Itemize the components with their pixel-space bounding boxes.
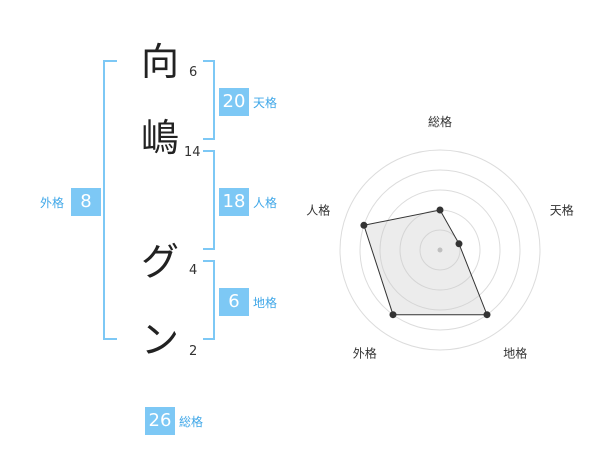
tenkaku-value: 20 xyxy=(219,88,249,116)
chikaku-label: 地格 xyxy=(253,296,278,310)
radar-axis-label-4: 外格 xyxy=(353,346,377,361)
radar-point-5 xyxy=(360,221,368,229)
radar-point-2 xyxy=(455,240,463,248)
radar-axis-label-3: 地格 xyxy=(503,346,527,361)
jinkaku-bracket xyxy=(203,150,215,250)
tenkaku-bracket xyxy=(203,60,215,140)
jinkaku-label: 人格 xyxy=(253,196,278,210)
radar-area xyxy=(363,209,488,316)
chikaku-bracket xyxy=(203,260,215,340)
name-char-4: ン xyxy=(141,318,180,362)
name-char-2: 嶋 xyxy=(141,116,180,160)
radar-point-4 xyxy=(389,311,397,319)
radar-ring-3 xyxy=(379,189,501,311)
tenkaku-label: 天格 xyxy=(253,96,278,110)
gaikaku-label: 外格 xyxy=(40,196,65,210)
radar-center xyxy=(437,247,443,253)
name-char-1: 向 xyxy=(141,40,180,84)
name-char-3: グ xyxy=(141,240,180,284)
radar-axis-label-1: 総格 xyxy=(428,114,452,129)
radar-ring-4 xyxy=(359,169,521,331)
radar-axis-label-5: 人格 xyxy=(306,202,330,217)
stroke-count-3: 4 xyxy=(189,263,198,278)
soukaku-value: 26 xyxy=(145,407,175,435)
stroke-count-1: 6 xyxy=(189,65,198,80)
radar-ring-1 xyxy=(419,229,461,271)
stroke-count-2: 14 xyxy=(184,145,201,160)
radar-point-3 xyxy=(483,311,491,319)
gaikaku-value: 8 xyxy=(71,188,101,216)
gaikaku-bracket xyxy=(103,60,117,340)
jinkaku-value: 18 xyxy=(219,188,249,216)
radar-axis-label-2: 天格 xyxy=(550,202,574,217)
stroke-count-4: 2 xyxy=(189,344,198,359)
chikaku-value: 6 xyxy=(219,288,249,316)
radar-ring-5 xyxy=(339,149,541,351)
radar-point-1 xyxy=(436,206,444,214)
soukaku-label: 総格 xyxy=(179,415,204,429)
